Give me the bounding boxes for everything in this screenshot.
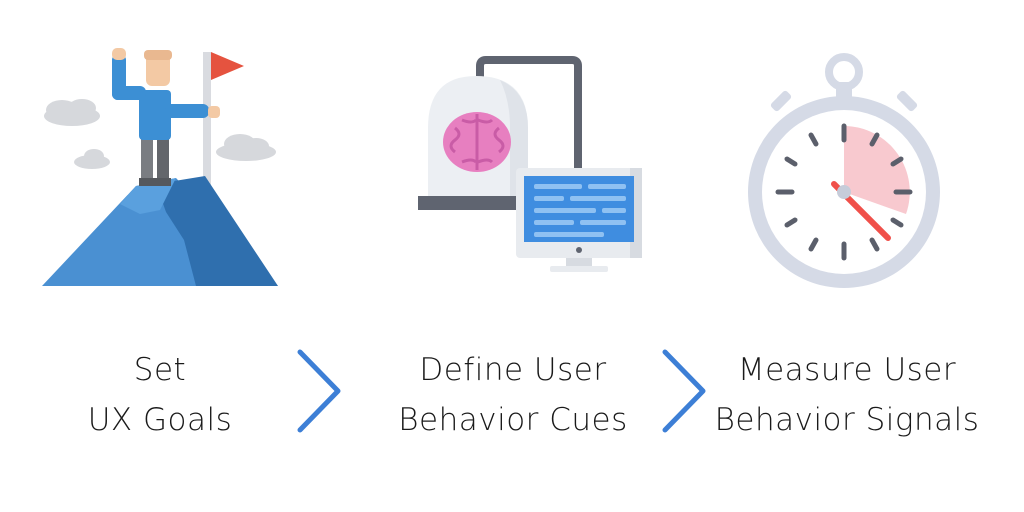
step-label-line: Behavior Cues <box>398 402 628 438</box>
brain-icon <box>443 112 511 172</box>
step-label-line: Measure User <box>737 352 957 388</box>
brain-computer-icon <box>418 56 642 272</box>
cloud-icon <box>216 134 276 161</box>
step-label-line: Define User <box>419 352 607 388</box>
monitor-icon <box>516 168 642 272</box>
cloud-icon <box>74 149 110 169</box>
step-label-set-ux-goals: Set UX Goals <box>60 340 260 450</box>
chevron-right-icon <box>297 349 341 433</box>
cloud-icon <box>44 99 100 126</box>
step-label-define-user-behavior-cues: Define User Behavior Cues <box>393 340 633 450</box>
mountain-flag-icon <box>42 48 278 286</box>
step-label-line: UX Goals <box>87 402 233 438</box>
step-label-line: Behavior Signals <box>714 402 980 438</box>
step-label-line: Set <box>133 352 187 388</box>
stopwatch-ticks <box>775 123 913 261</box>
chevron-right-icon <box>662 349 706 433</box>
step-label-measure-user-behavior-signals: Measure User Behavior Signals <box>712 340 982 450</box>
stopwatch-icon <box>748 53 940 288</box>
